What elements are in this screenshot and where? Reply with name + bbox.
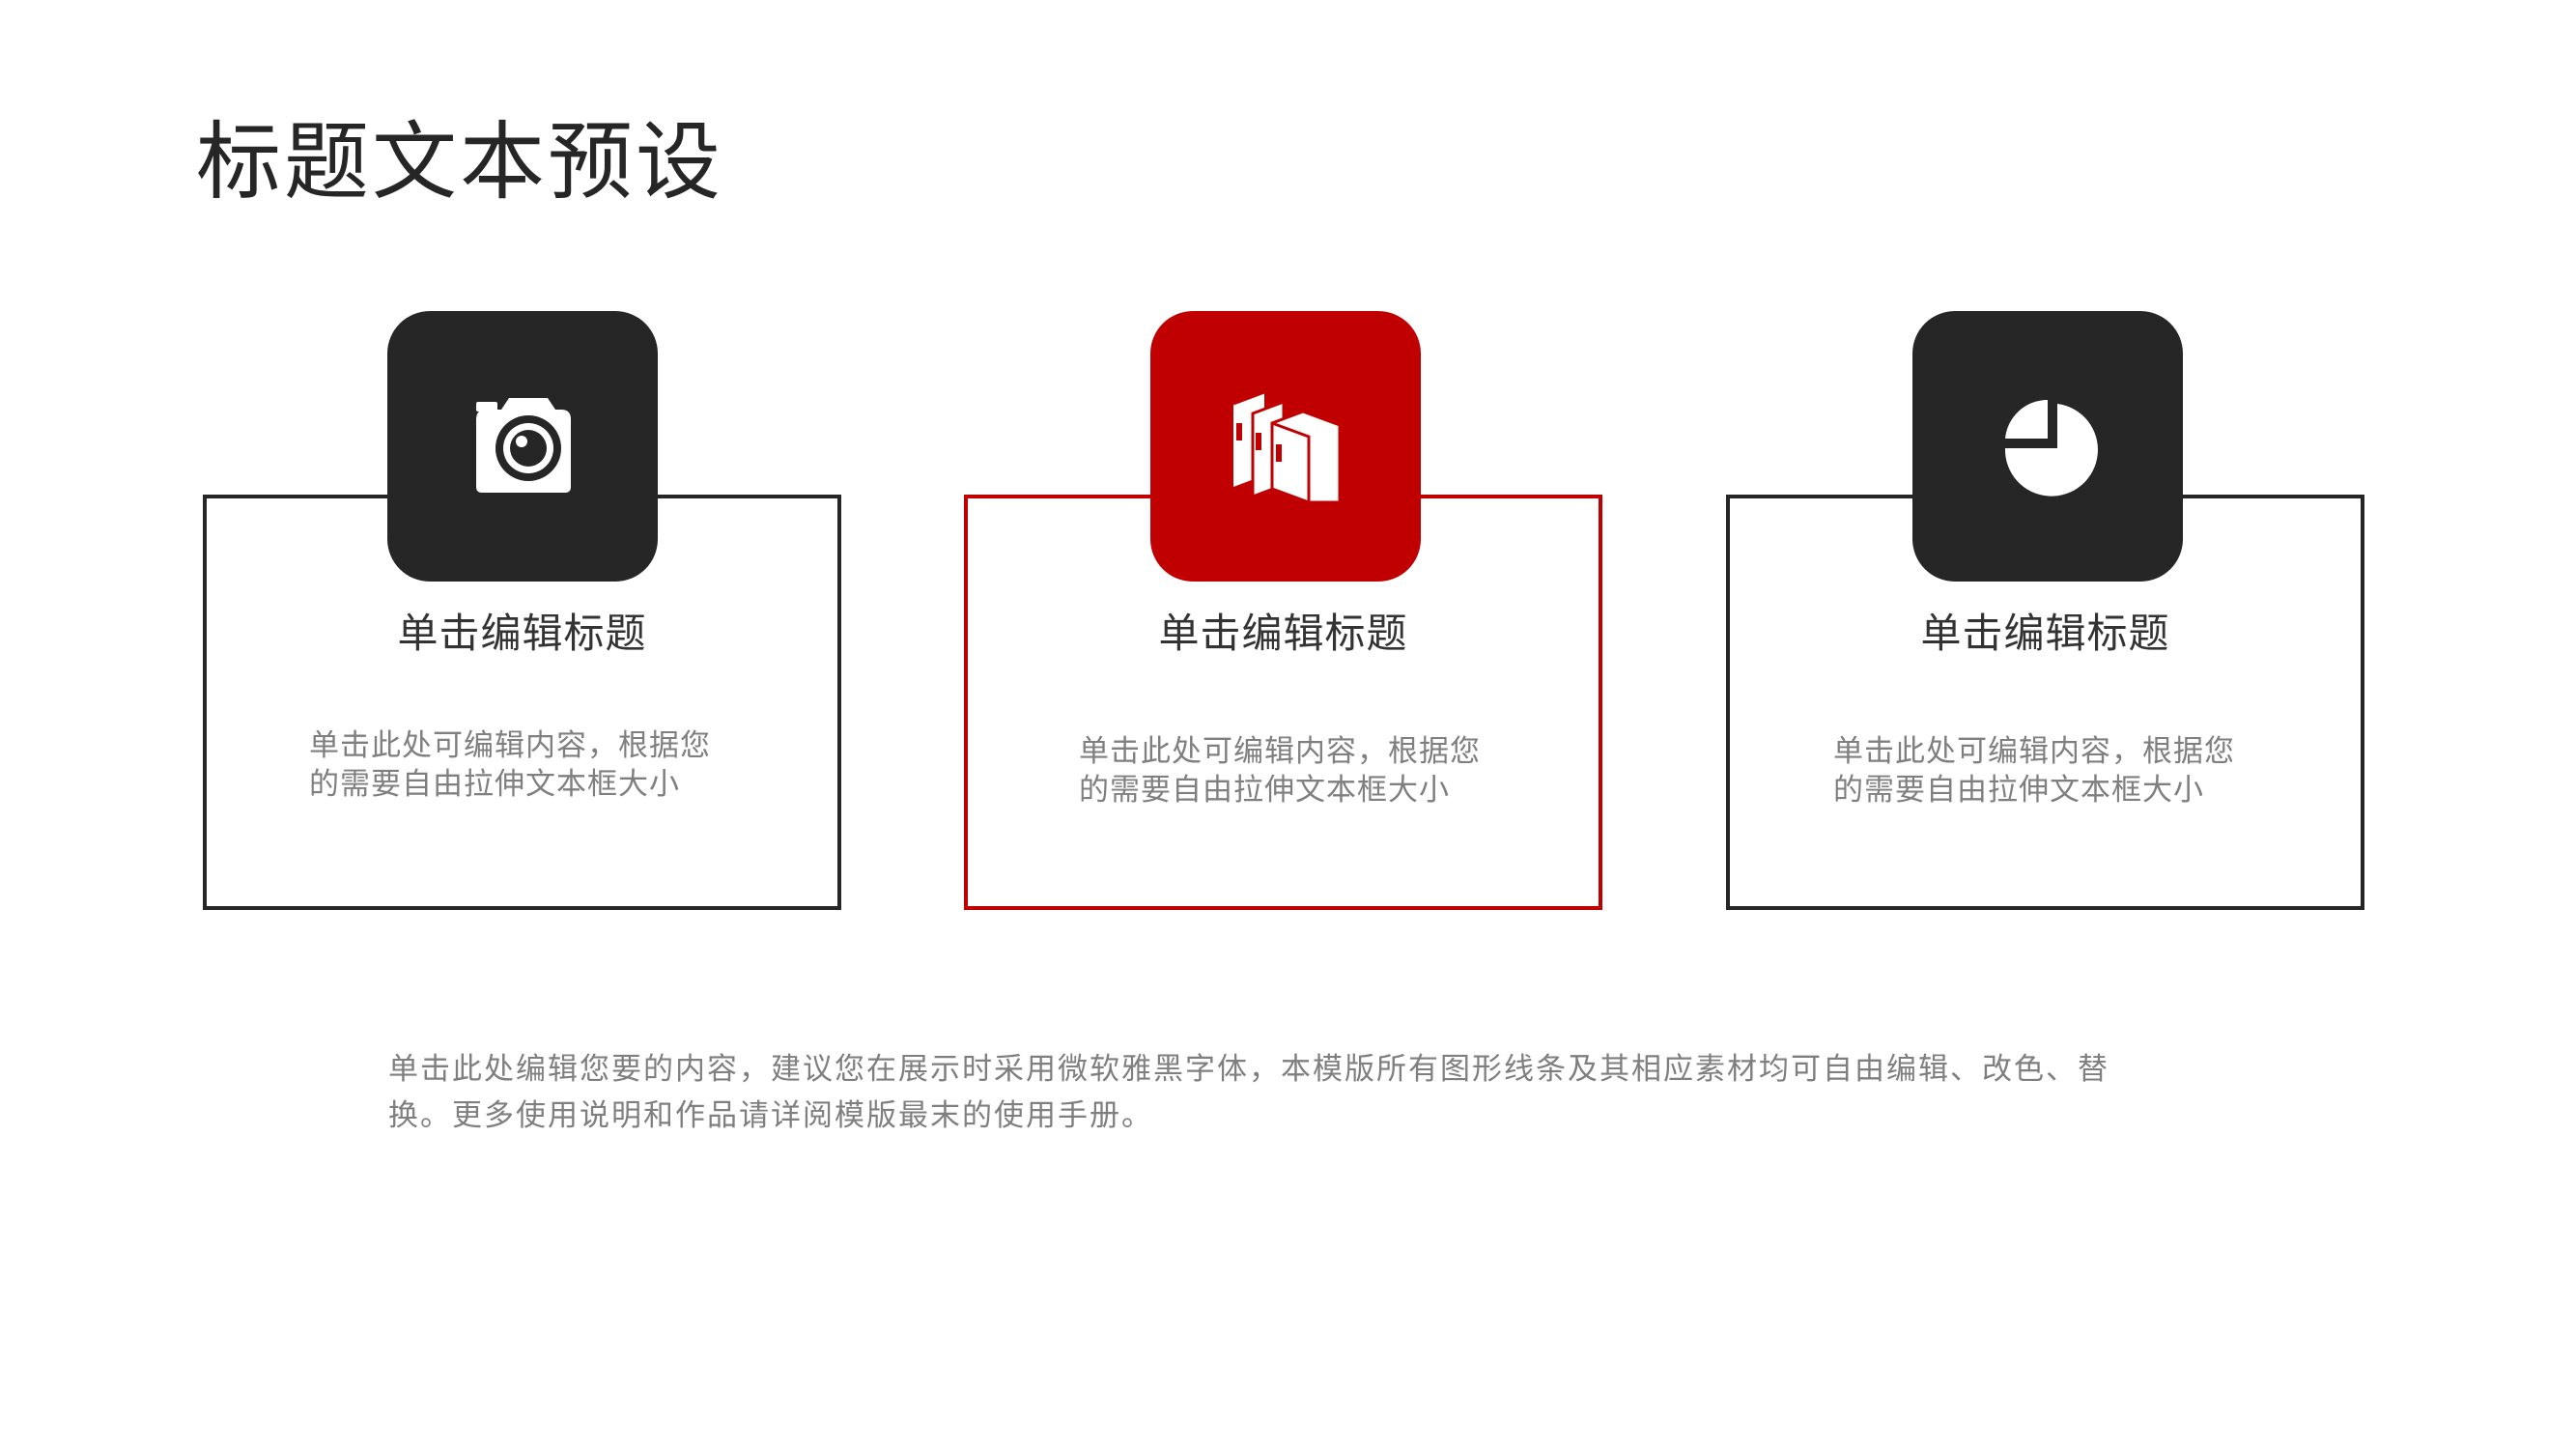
feature-card-text-3: 单击此处可编辑内容，根据您的需要自由拉伸文本框大小 bbox=[1833, 734, 2235, 808]
feature-card-title-1: 单击编辑标题 bbox=[397, 610, 647, 657]
feature-card-title-3: 单击编辑标题 bbox=[1920, 610, 2170, 657]
books-icon bbox=[1232, 390, 1342, 504]
feature-icon-tile-2 bbox=[1150, 311, 1421, 582]
feature-card-title-2: 单击编辑标题 bbox=[1158, 610, 1408, 657]
feature-icon-tile-1 bbox=[387, 311, 658, 582]
footer-description: 单击此处编辑您要的内容，建议您在展示时采用微软雅黑字体，本模版所有图形线条及其相… bbox=[388, 1052, 2109, 1133]
page-title: 标题文本预设 bbox=[196, 112, 724, 212]
feature-card-text-1: 单击此处可编辑内容，根据您的需要自由拉伸文本框大小 bbox=[309, 728, 711, 802]
pie-chart-icon bbox=[2004, 399, 2098, 497]
feature-icon-tile-3 bbox=[1912, 311, 2183, 582]
feature-card-text-2: 单击此处可编辑内容，根据您的需要自由拉伸文本框大小 bbox=[1079, 734, 1481, 808]
camera-icon bbox=[476, 398, 571, 493]
